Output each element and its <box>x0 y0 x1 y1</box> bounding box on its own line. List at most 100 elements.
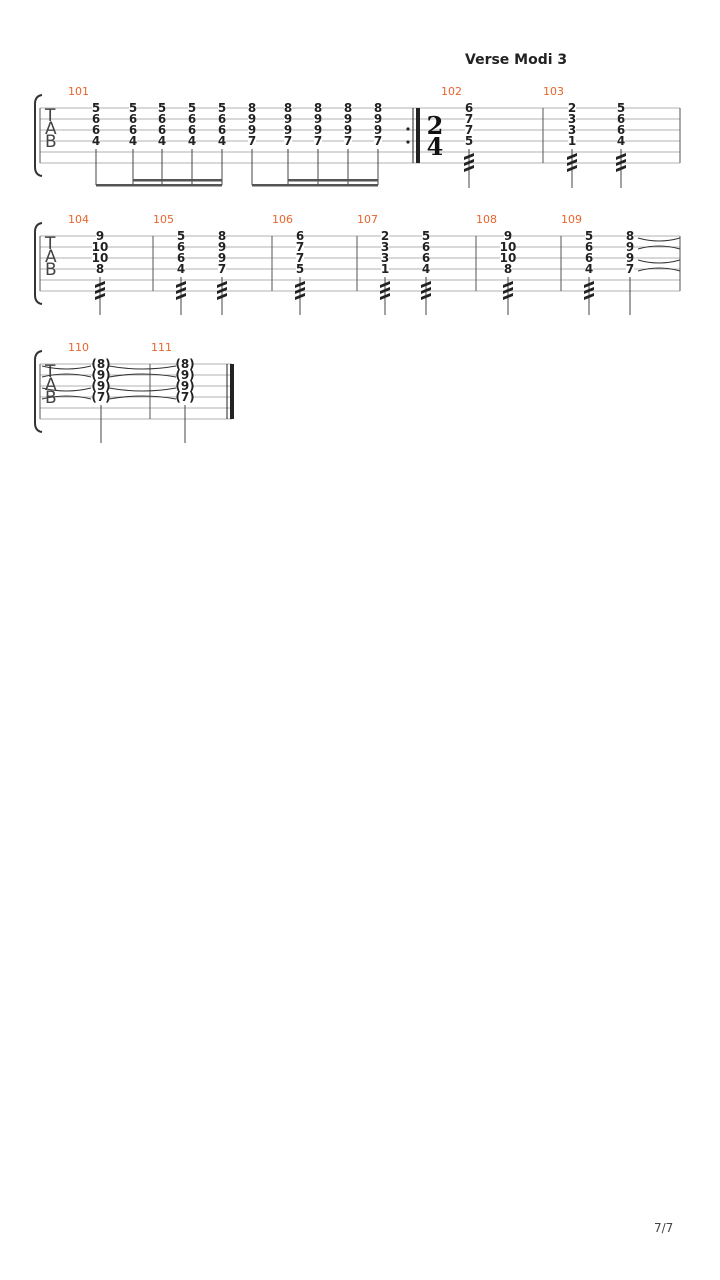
fret-number: 8 <box>96 262 104 276</box>
fret-bg <box>314 103 322 113</box>
fret-number: 7 <box>284 134 292 148</box>
tab-clef-letter: B <box>45 132 57 152</box>
tie-arc <box>108 395 177 400</box>
fret-number: 7 <box>248 134 256 148</box>
fret-bg <box>129 136 137 146</box>
fret-bg <box>374 103 382 113</box>
fret-number: 3 <box>568 112 576 126</box>
fret-number: 5 <box>188 101 196 115</box>
fret-number: 6 <box>218 112 226 126</box>
fret-number: 9 <box>344 112 352 126</box>
fret-bg <box>284 103 292 113</box>
system-bracket <box>34 222 43 305</box>
tremolo-slash <box>295 293 305 300</box>
fret-bg <box>92 242 108 252</box>
fret-number: 7 <box>344 134 352 148</box>
fret-bg <box>284 114 292 124</box>
time-signature-bottom: 4 <box>427 132 444 161</box>
fret-number: 4 <box>158 134 166 148</box>
fret-bg <box>92 114 100 124</box>
fret-number: 6 <box>177 251 185 265</box>
fret-number: 10 <box>92 240 109 254</box>
tab-clef-letter: A <box>45 119 57 139</box>
fret-number: 7 <box>465 123 473 137</box>
tremolo-slash <box>421 287 431 294</box>
fret-number: 5 <box>129 101 137 115</box>
fret-number: 6 <box>585 251 593 265</box>
fret-number: 9 <box>284 123 292 137</box>
fret-bg <box>568 103 576 113</box>
tremolo-slash <box>380 281 390 288</box>
fret-number: 5 <box>422 229 430 243</box>
system-bracket <box>34 350 43 433</box>
fret-bg <box>344 125 352 135</box>
fret-number: 9 <box>96 229 104 243</box>
fret-number: 2 <box>381 229 389 243</box>
fret-bg <box>422 264 430 274</box>
fret-bg <box>626 253 634 263</box>
fret-number: 4 <box>92 134 100 148</box>
fret-bg <box>96 231 104 241</box>
tremolo-slash <box>464 159 474 166</box>
tremolo-slash <box>217 281 227 288</box>
fret-bg <box>504 231 512 241</box>
measure-number: 105 <box>153 213 174 226</box>
fret-number: (8) <box>175 357 194 371</box>
tab-clef-letter: T <box>44 234 56 254</box>
fret-number: 9 <box>314 123 322 137</box>
fret-bg <box>218 264 226 274</box>
fret-bg <box>344 114 352 124</box>
fret-bg <box>422 253 430 263</box>
fret-number: 5 <box>296 262 304 276</box>
fret-number: 6 <box>617 112 625 126</box>
tab-clef-letter: B <box>45 260 57 280</box>
tremolo-slash <box>584 287 594 294</box>
fret-number: 4 <box>218 134 226 148</box>
fret-bg <box>218 231 226 241</box>
fret-bg <box>177 359 193 369</box>
tremolo-slash <box>616 153 626 160</box>
tie-arc <box>637 267 681 272</box>
tremolo-slash <box>503 281 513 288</box>
fret-number: 9 <box>504 229 512 243</box>
tremolo-slash <box>380 293 390 300</box>
fret-number: 1 <box>381 262 389 276</box>
tremolo-slash <box>584 293 594 300</box>
fret-bg <box>585 242 593 252</box>
fret-bg <box>218 125 226 135</box>
tremolo-slash <box>616 165 626 172</box>
fret-bg <box>284 125 292 135</box>
fret-number: 7 <box>374 134 382 148</box>
fret-bg <box>129 114 137 124</box>
fret-bg <box>465 136 473 146</box>
fret-bg <box>158 114 166 124</box>
fret-number: 10 <box>500 240 517 254</box>
fret-number: (7) <box>91 390 110 404</box>
fret-number: (9) <box>175 379 194 393</box>
tremolo-slash <box>95 281 105 288</box>
repeat-dot <box>406 140 410 144</box>
final-barline-thick <box>230 364 234 419</box>
beam-primary <box>96 184 222 187</box>
tremolo-slash <box>567 153 577 160</box>
tie-arc <box>108 387 177 392</box>
fret-bg <box>314 125 322 135</box>
fret-number: 6 <box>129 123 137 137</box>
fret-number: 6 <box>177 240 185 254</box>
fret-bg <box>188 125 196 135</box>
fret-number: 5 <box>158 101 166 115</box>
fret-number: 4 <box>129 134 137 148</box>
fret-bg <box>374 136 382 146</box>
fret-number: 3 <box>381 240 389 254</box>
measure-number: 111 <box>151 341 172 354</box>
fret-bg <box>92 136 100 146</box>
fret-number: 4 <box>617 134 625 148</box>
fret-bg <box>422 242 430 252</box>
beam-secondary <box>133 179 222 182</box>
fret-number: 6 <box>422 251 430 265</box>
fret-number: 5 <box>585 229 593 243</box>
fret-bg <box>626 242 634 252</box>
fret-number: (7) <box>175 390 194 404</box>
fret-bg <box>93 392 109 402</box>
fret-bg <box>296 253 304 263</box>
